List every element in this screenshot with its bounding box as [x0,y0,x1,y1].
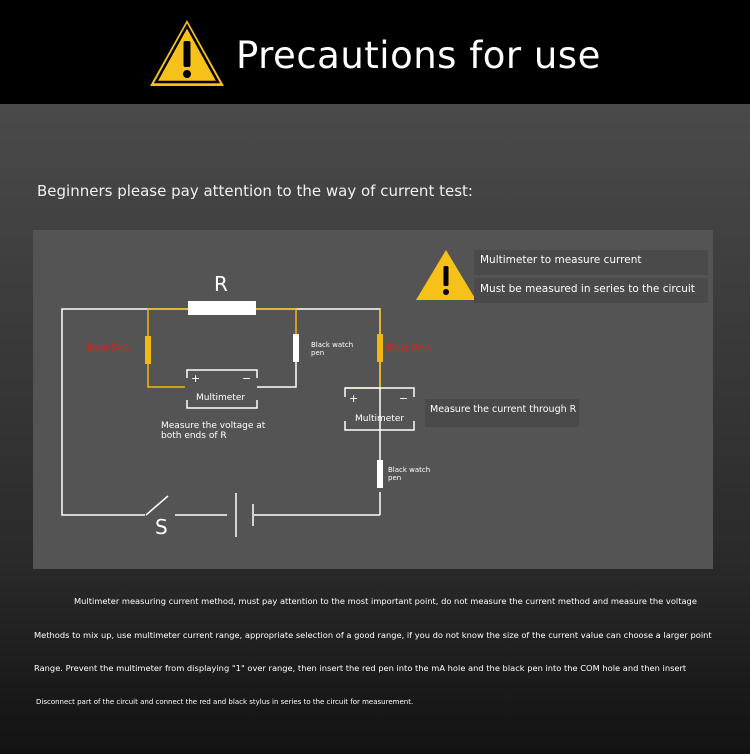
red-pen-left-pin [145,336,151,364]
notice-warning-icon [416,250,476,300]
notice-line-2: Must be measured in series to the circui… [474,278,708,303]
red-lead-left [147,308,188,388]
meter-right-label: Multimeter [355,414,405,424]
circuit-diagram [61,250,476,537]
red-pen-left-label: Red Pen [87,342,132,355]
paragraph-line-2: Methods to mix up, use multimeter curren… [34,630,712,640]
resistor-label: R [214,272,228,296]
section-subtitle: Beginners please pay attention to the wa… [37,182,473,200]
switch-label: S [155,515,168,539]
warning-triangle-icon [148,15,226,88]
black-pen-top-label: Black watch pen [311,341,354,357]
paragraph-line-4: Disconnect part of the circuit and conne… [36,698,414,706]
black-lead-left-top [256,308,297,334]
notice-line-1: Multimeter to measure current [474,250,708,275]
red-pen-right-label: Red Pen [387,342,432,355]
resistor [188,301,256,315]
meter-left-minus: − [242,372,252,385]
wire-left [61,308,188,516]
black-pen-top-pin [293,334,299,362]
current-note: Measure the current through R [425,399,579,427]
meter-right-bottom [344,421,415,431]
black-pen-bottom-label: Black watch pen [388,466,431,482]
paragraph-line-1: Multimeter measuring current method, mus… [74,596,697,606]
wire-right [256,308,381,460]
meter-left-label: Multimeter [196,393,246,403]
voltage-note: Measure the voltage at both ends of R [161,421,266,441]
black-lead-left [257,341,297,388]
meter-left-plus: + [191,372,201,385]
meter-right-plus: + [349,392,359,405]
meter-left-bottom [186,400,258,409]
circuit-diagram-panel: R S Red Pen Red Pen Black watch pen Blac… [33,230,713,569]
black-pen-bottom-pin [377,460,383,488]
paragraph-line-3: Range. Prevent the multimeter from displ… [34,663,687,673]
meter-right-top [344,387,415,397]
switch-blade [145,495,169,516]
meter-right-minus: − [399,392,409,405]
red-pen-right-pin [377,334,383,362]
meter-left-top [186,369,258,378]
header-bar: Precautions for use [0,0,750,104]
page-title: Precautions for use [236,34,601,77]
